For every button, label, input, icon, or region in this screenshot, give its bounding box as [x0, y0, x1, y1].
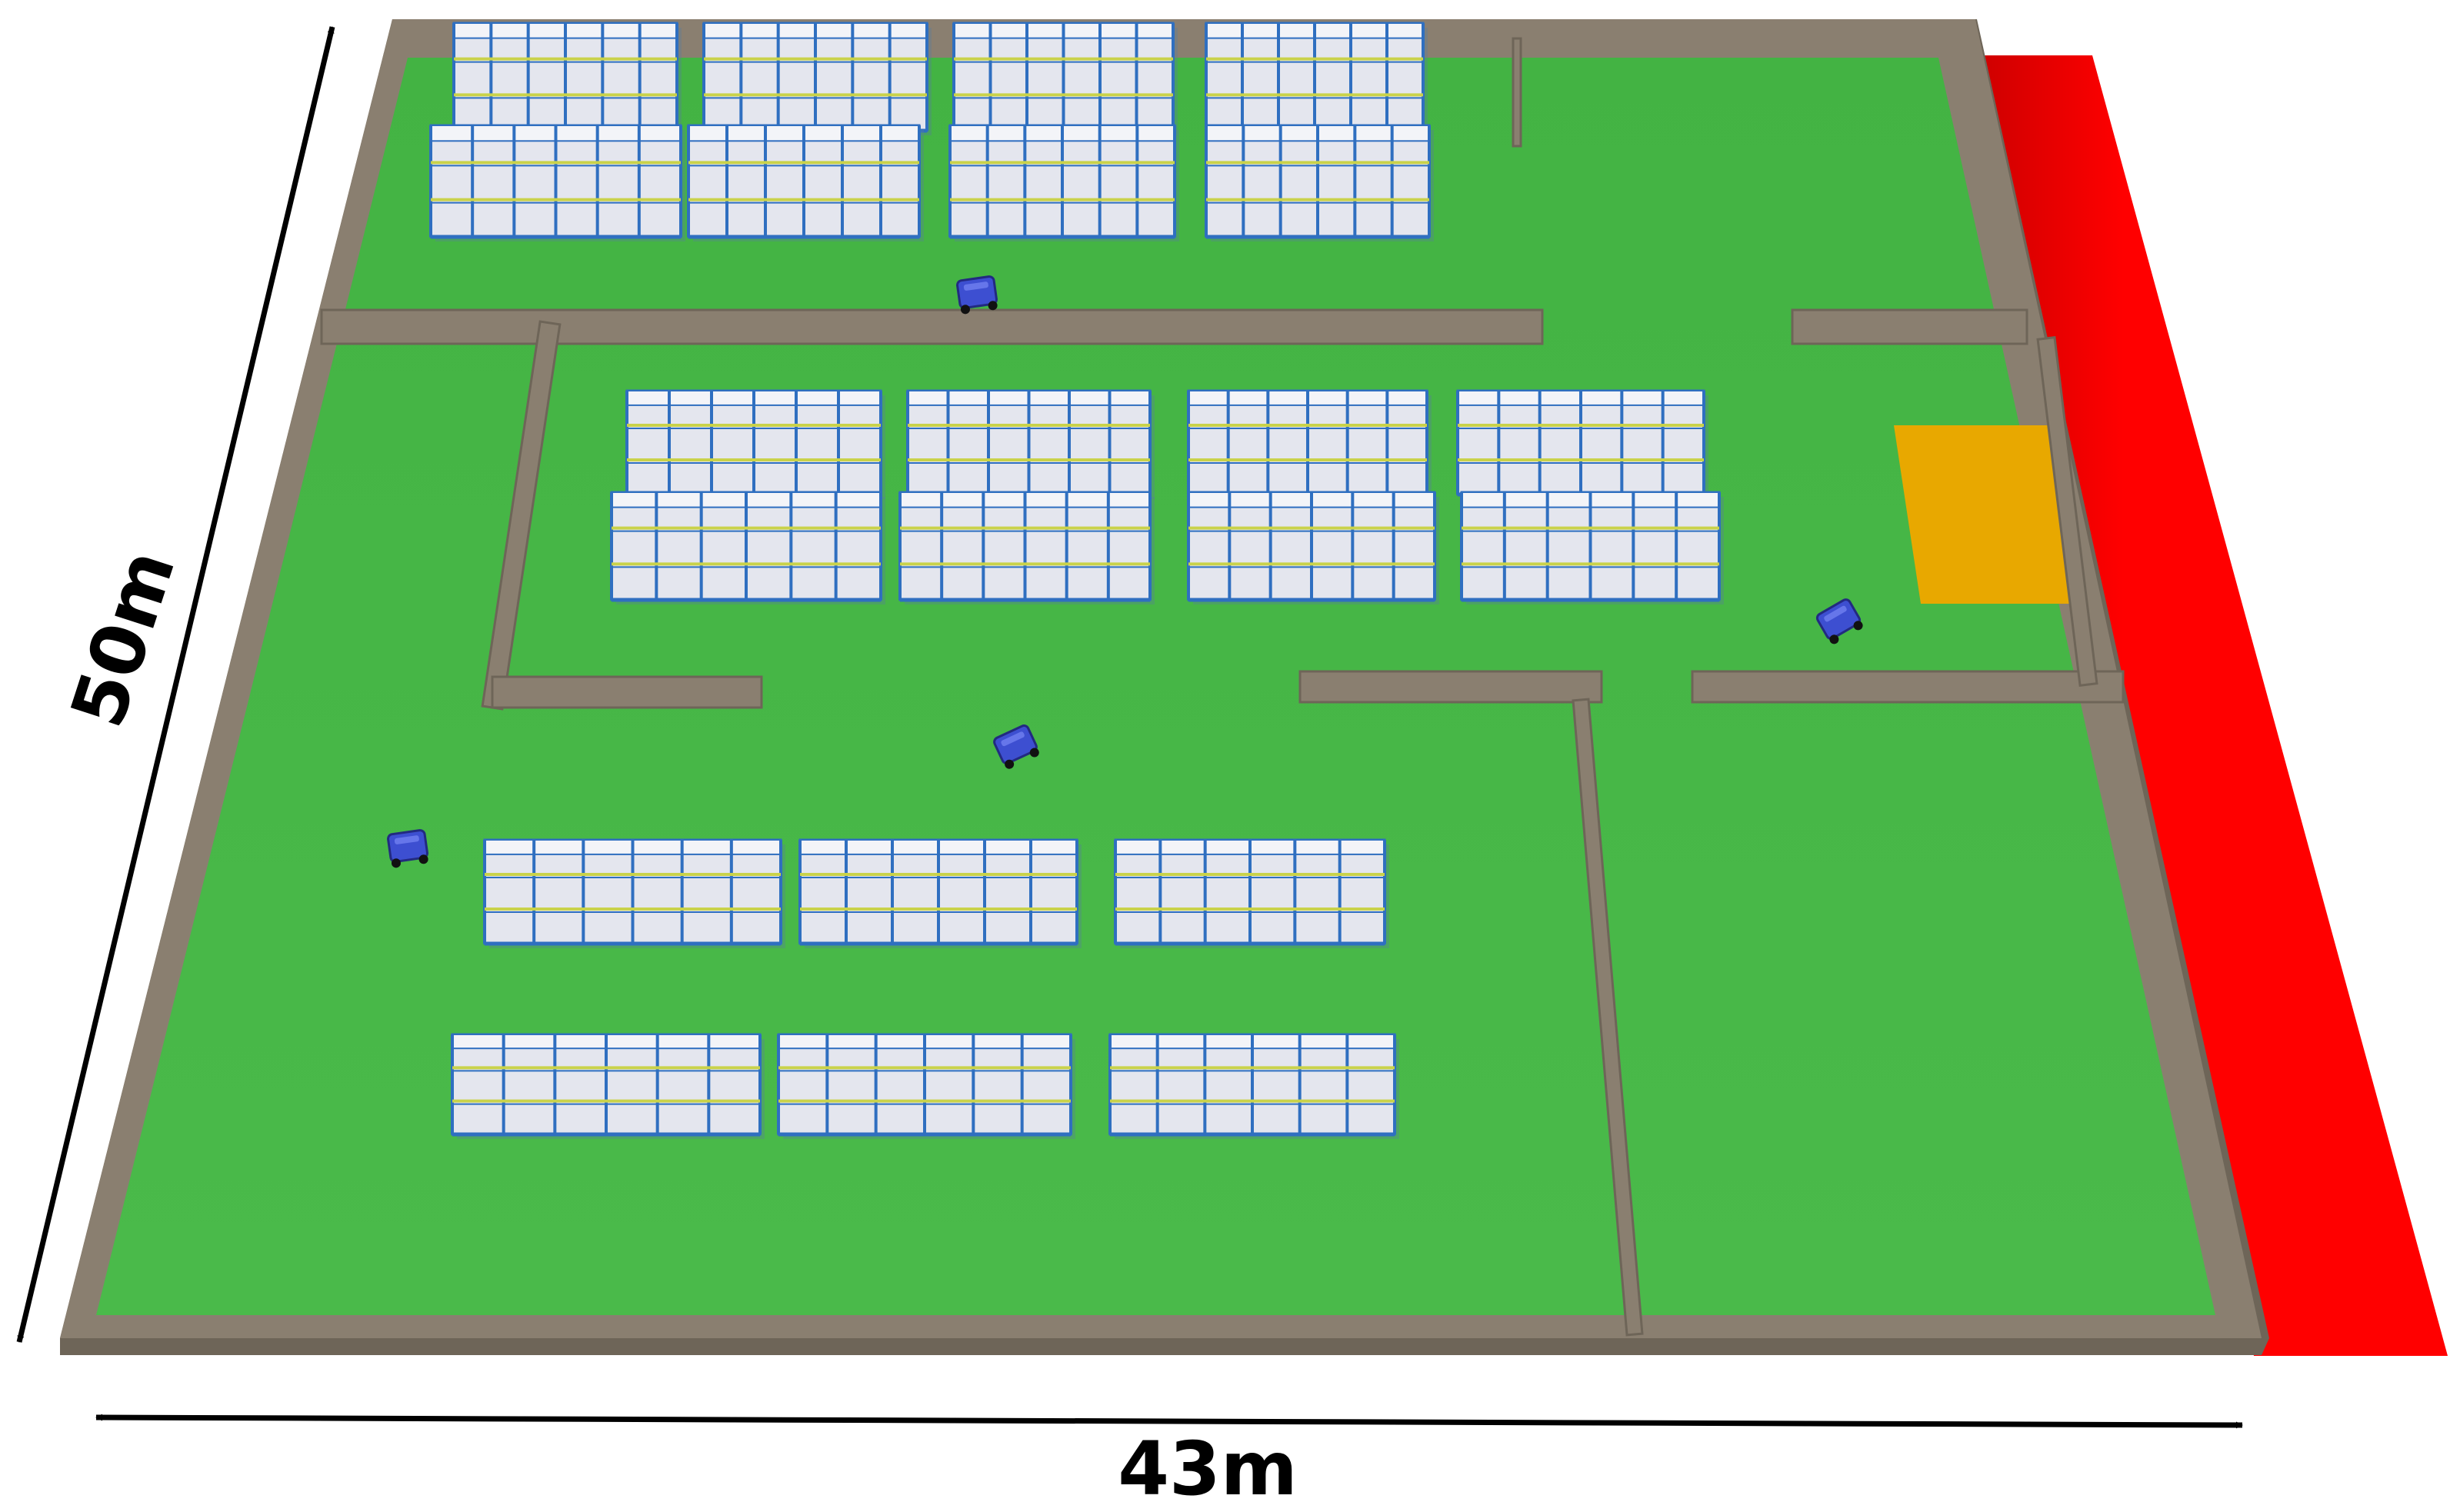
interior-wall-5 — [491, 675, 763, 709]
interior-wall-9 — [2036, 335, 2098, 688]
storage-rack-icon — [1187, 491, 1439, 604]
storage-rack-icon — [1187, 389, 1432, 499]
interior-wall-6 — [1298, 670, 1603, 704]
agv-robots — [387, 275, 1863, 868]
agv-robot-icon — [993, 724, 1039, 769]
width-dimension-label: 43m — [1118, 1426, 1298, 1512]
loading-dock-strip — [1985, 55, 2448, 1356]
width-arrow-icon — [95, 1414, 2243, 1429]
storage-rack-icon — [429, 124, 685, 241]
storage-rack-icon — [898, 491, 1155, 604]
storage-rack-icon — [1108, 1033, 1399, 1139]
storage-rack-icon — [777, 1033, 1075, 1139]
storage-rack-icon — [452, 22, 682, 135]
warehouse-floor — [96, 58, 2215, 1315]
agv-robot-icon — [1815, 598, 1863, 644]
storage-rack-icon — [1460, 491, 1724, 604]
interior-walls — [320, 37, 2125, 1337]
staging-area — [1894, 425, 2082, 604]
storage-rack-icon — [625, 389, 885, 499]
storage-racks — [429, 22, 1724, 1139]
storage-rack-icon — [906, 389, 1155, 499]
storage-rack-icon — [451, 1033, 765, 1139]
interior-wall-7 — [1691, 670, 2125, 704]
storage-rack-icon — [702, 22, 932, 135]
storage-rack-icon — [483, 838, 785, 948]
storage-rack-icon — [952, 22, 1178, 135]
storage-rack-icon — [798, 838, 1082, 948]
depth-arrow-icon — [16, 26, 335, 1343]
storage-rack-icon — [610, 491, 885, 604]
storage-rack-icon — [948, 124, 1179, 241]
agv-robot-icon — [387, 829, 428, 868]
agv-robot-icon — [956, 275, 998, 315]
storage-rack-icon — [1205, 124, 1434, 241]
storage-rack-icon — [1205, 22, 1428, 135]
storage-rack-icon — [687, 124, 924, 241]
interior-wall-1 — [320, 308, 1544, 345]
storage-rack-icon — [1456, 389, 1708, 499]
interior-wall-8 — [1572, 698, 1644, 1337]
interior-wall-2 — [1791, 308, 2028, 345]
storage-rack-icon — [1114, 838, 1389, 948]
interior-wall-3 — [1512, 37, 1522, 148]
interior-wall-4 — [481, 320, 562, 711]
